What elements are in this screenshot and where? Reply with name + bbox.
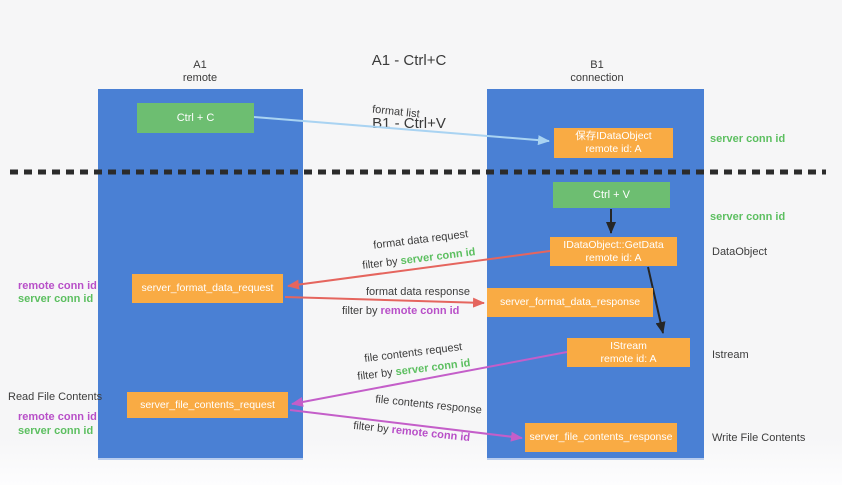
filter-prefix: filter by [356,366,394,383]
node-istream-line2: remote id: A [600,352,657,365]
column-header-a1: A1 remote [140,59,260,85]
side-label-istream: Istream [712,349,749,361]
arrow-label-format-data-response: format data response [366,286,470,298]
filter-prefix: filter by [361,255,399,272]
node-ctrl-v: Ctrl + V [553,182,670,208]
side-label-server-conn-id-top: server conn id [710,133,786,145]
filter-label-file-contents-response: filter by remote conn id [353,420,471,444]
column-b1-name: connection [570,72,624,84]
node-getdata-line2: remote id: A [585,251,642,264]
node-ctrl-c: Ctrl + C [137,103,254,133]
node-ctrl-c-label: Ctrl + C [176,112,215,124]
node-istream-line1: IStream [610,339,647,352]
side-label-server-conn-id-mid: server conn id [710,211,786,223]
node-getdata: IDataObject::GetData remote id: A [550,237,677,266]
node-save-dataobject-line1: 保存IDataObject [575,130,652,142]
node-istream: IStream remote id: A [567,338,690,367]
node-format-response: server_format_data_response [487,288,653,317]
node-getdata-line1: IDataObject::GetData [563,238,664,251]
side-label-remote-conn-id-2: remote conn id [18,411,97,423]
side-label-write-file-contents: Write File Contents [712,432,806,444]
column-a1-id: A1 [193,59,207,71]
side-label-read-file-contents: Read File Contents [8,391,103,403]
filter-label-format-data-response: filter by remote conn id [342,305,459,317]
node-save-dataobject-line2: remote id: A [585,143,642,155]
side-label-remote-conn-id-1: remote conn id [18,280,97,292]
node-format-response-label: server_format_data_response [499,296,641,308]
node-file-response-label: server_file_contents_response [529,431,673,443]
arrow-label-file-contents-response: file contents response [374,393,483,417]
node-format-request-label: server_format_data_request [141,282,274,294]
node-ctrl-v-label: Ctrl + V [593,189,630,201]
column-b1-id: B1 [590,59,604,71]
node-save-dataobject: 保存IDataObject remote id: A [554,128,673,158]
filter-key-remote-conn-id: remote conn id [380,305,460,317]
filter-key-remote-conn-id: remote conn id [391,423,471,445]
node-file-request: server_file_contents_request [127,392,288,418]
column-a1-name: remote [182,72,218,84]
filter-key-server-conn-id: server conn id [394,357,472,379]
filter-prefix: filter by [342,305,378,317]
filter-key-server-conn-id: server conn id [399,246,477,268]
column-header-b1: B1 connection [537,59,657,85]
filter-prefix: filter by [352,419,390,436]
title-line-1: A1 - Ctrl+C [371,52,447,69]
page-title: A1 - Ctrl+C B1 - Ctrl+V [309,8,509,176]
side-label-dataobject: DataObject [712,246,768,258]
node-file-request-label: server_file_contents_request [140,398,275,411]
node-format-request: server_format_data_request [132,274,283,303]
side-label-server-conn-id-1: server conn id [18,293,94,305]
side-label-server-conn-id-2: server conn id [18,425,94,437]
node-file-response: server_file_contents_response [525,423,677,452]
